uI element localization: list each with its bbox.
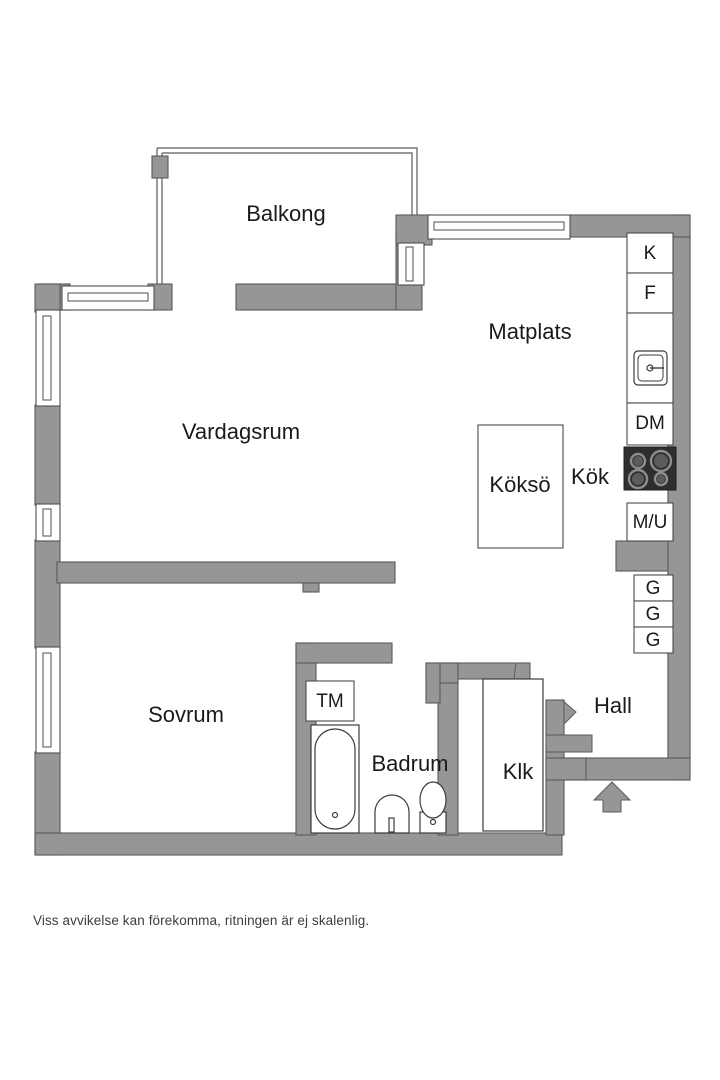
kitchen-unit-dm[interactable]	[626, 402, 674, 446]
window-dining-top-sash	[433, 221, 565, 231]
wall-bathroom-top	[295, 642, 393, 664]
kitchen-unit-f[interactable]	[626, 272, 674, 314]
stove-burner-4-icon	[653, 471, 669, 487]
washing-machine-label: TM	[316, 691, 343, 712]
bathroom-fixtures: TM	[305, 678, 544, 834]
toilet-bowl-icon	[419, 781, 447, 819]
room-label-klk: Klk	[503, 759, 535, 784]
kitchen-island	[477, 424, 564, 549]
wall-balcony-corner	[395, 214, 433, 246]
stove-burner-1-icon	[629, 452, 647, 470]
window-living-left-small-sash	[42, 508, 52, 537]
wall-living-top	[235, 283, 419, 311]
door-markers	[513, 662, 593, 753]
wall-klk-bottom-right	[545, 757, 587, 781]
door-swing-hall-left	[560, 699, 577, 726]
entrance-arrow-icon	[592, 781, 632, 813]
washbasin-icon	[374, 794, 410, 834]
wardrobe-g2-label: G	[646, 604, 661, 625]
wall-left-upper-corner	[34, 283, 61, 313]
kitchen-unit-mu-label: M/U	[633, 512, 668, 533]
wardrobe-g1-label: G	[646, 578, 661, 599]
kitchen-unit-mu[interactable]	[626, 502, 674, 542]
disclaimer-caption: Viss avvikelse kan förekomma, ritningen …	[33, 913, 370, 928]
room-label-badrum: Badrum	[371, 751, 448, 776]
bathtub-icon	[314, 728, 356, 830]
wardrobe-g3-label: G	[646, 630, 661, 651]
wall-left-lower	[34, 539, 61, 649]
room-labels-group: Balkong Matplats Vardagsrum Köksö Kök So…	[148, 201, 632, 784]
exterior-walls	[34, 214, 691, 856]
toilet-flush-icon	[429, 818, 437, 826]
room-label-vardagsrum: Vardagsrum	[182, 419, 300, 444]
stove-burner-1-inner-icon	[633, 456, 643, 466]
stove-burner-3-inner-icon	[632, 473, 644, 485]
windows-group	[35, 214, 571, 754]
interior-walls	[56, 236, 691, 836]
wall-left-mid	[34, 404, 61, 506]
stove-burner-3-icon	[627, 468, 649, 490]
door-jamb-hall	[545, 734, 593, 753]
kitchen-unit-f-label: F	[644, 283, 656, 304]
room-label-kok: Kök	[571, 464, 610, 489]
wall-divider-notch	[302, 582, 320, 593]
washing-machine-unit[interactable]	[305, 680, 355, 722]
window-bedroom-left-sash	[42, 652, 52, 748]
balcony-post-top-left	[151, 155, 169, 179]
window-living-top-sash	[67, 292, 149, 302]
door-swing-klk-top	[513, 662, 531, 680]
kitchen-units-group: K F DM M/U	[623, 232, 677, 542]
stove-burner-2-icon	[649, 449, 673, 473]
room-label-koksö: Köksö	[489, 472, 550, 497]
window-living-left-tall-sash	[42, 315, 52, 401]
room-label-sovrum: Sovrum	[148, 702, 224, 727]
stove-burner-4-inner-icon	[657, 475, 665, 483]
wardrobe-g3[interactable]	[633, 626, 674, 654]
room-label-matplats: Matplats	[488, 319, 571, 344]
room-label-balkong: Balkong	[246, 201, 326, 226]
stove-burner-2-inner-icon	[654, 454, 668, 468]
wall-kitchen-base	[615, 540, 675, 572]
wall-bottom	[34, 832, 563, 856]
balcony-door-sash	[405, 246, 414, 282]
room-label-hall: Hall	[594, 693, 632, 718]
kitchen-unit-dm-label: DM	[635, 413, 665, 434]
kitchen-unit-k-label: K	[644, 243, 657, 264]
wall-bathroom-right-jamb	[425, 662, 441, 704]
wardrobes-group: G G G	[633, 574, 674, 654]
klk-shelf-outline	[482, 678, 544, 832]
wall-living-bedroom-divider	[56, 561, 396, 584]
bathtub-drain-icon	[331, 811, 339, 819]
washbasin-tap-icon	[388, 817, 395, 833]
